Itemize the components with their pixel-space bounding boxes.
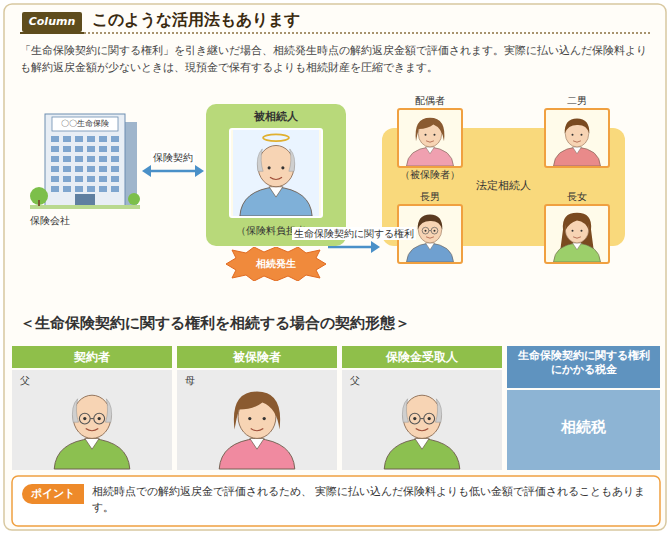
- table-header-cell: [507, 346, 660, 388]
- connector-label: 保険契約: [151, 151, 195, 164]
- connector: [328, 246, 374, 249]
- connector-label: 生命保険契約に関する権利: [292, 227, 416, 240]
- table-figures: [54, 392, 460, 469]
- person-card: 長女: [539, 190, 615, 264]
- person-illustration: [219, 392, 295, 469]
- heirs-region: 法定相続人配偶者（被保険者）二男長男長女: [382, 128, 625, 246]
- portrait-frame: [544, 204, 610, 264]
- node-label: 配偶者: [415, 94, 445, 108]
- sign-text: 〇〇生命保険: [52, 118, 118, 130]
- company-node: 〇〇生命保険保険会社: [30, 110, 140, 232]
- person-illustration: [54, 395, 130, 469]
- point-box: [12, 476, 660, 526]
- node-label: 長女: [567, 190, 587, 204]
- node-label: 保険会社: [30, 214, 70, 228]
- table-cell: 父: [350, 374, 360, 388]
- node-label: （被保険者）: [400, 168, 460, 182]
- page-frame: [4, 4, 666, 530]
- node-label: 被相続人: [254, 109, 298, 125]
- person-illustration: [546, 110, 608, 166]
- portrait-frame: [397, 108, 463, 168]
- person-illustration: [231, 130, 321, 216]
- table-cell: 母: [185, 374, 195, 388]
- table-header-cell: [177, 346, 337, 368]
- table-cell: [342, 370, 502, 470]
- table-header: 保険金受取人: [342, 346, 502, 368]
- intro-text: 「生命保険契約に関する権利」を引き継いだ場合、相続発生時点の解約返戻金額で評価さ…: [20, 42, 652, 76]
- person-illustration: [546, 206, 608, 262]
- header-rule: [84, 32, 652, 34]
- event-burst: 相続発生: [226, 247, 326, 281]
- arrowhead: [142, 165, 151, 177]
- table-header: 生命保険契約に関する権利にかかる税金: [507, 346, 660, 388]
- table-cell: 父: [20, 374, 30, 388]
- node-label: 長男: [420, 190, 440, 204]
- portrait-frame: [229, 128, 323, 218]
- node-label: 法定相続人: [382, 178, 625, 193]
- column-tag: Column: [22, 12, 82, 32]
- portrait-frame: [544, 108, 610, 168]
- connector: [148, 170, 198, 173]
- node-label: 二男: [567, 94, 587, 108]
- table-header-cell: [342, 346, 502, 368]
- title: このような活用法もあります: [92, 10, 300, 31]
- table-header: 契約者: [12, 346, 172, 368]
- person-card: 二男: [539, 94, 615, 168]
- person-illustration: [399, 110, 461, 166]
- node-label: 相続発生: [256, 257, 296, 271]
- table-header-cell: [12, 346, 172, 368]
- table-cell: [507, 390, 660, 470]
- header-rule: [20, 32, 84, 34]
- arrowhead: [371, 241, 380, 253]
- arrowhead: [195, 165, 204, 177]
- table-header: 被保険者: [177, 346, 337, 368]
- decedent-box: 被相続人（保険料負担者）: [206, 104, 346, 246]
- table-cell: [12, 370, 172, 470]
- point-text: 相続時点での解約返戻金で評価されるため、 実際に払い込んだ保険料よりも低い金額で…: [92, 484, 652, 516]
- table-cell: [177, 370, 337, 470]
- section-heading: ＜生命保険契約に関する権利を相続する場合の契約形態＞: [20, 314, 410, 333]
- point-tag: ポイント: [22, 484, 84, 504]
- person-card: 配偶者 （被保険者）: [392, 94, 468, 182]
- person-illustration: [384, 395, 460, 469]
- table-cell: 相続税: [507, 418, 660, 437]
